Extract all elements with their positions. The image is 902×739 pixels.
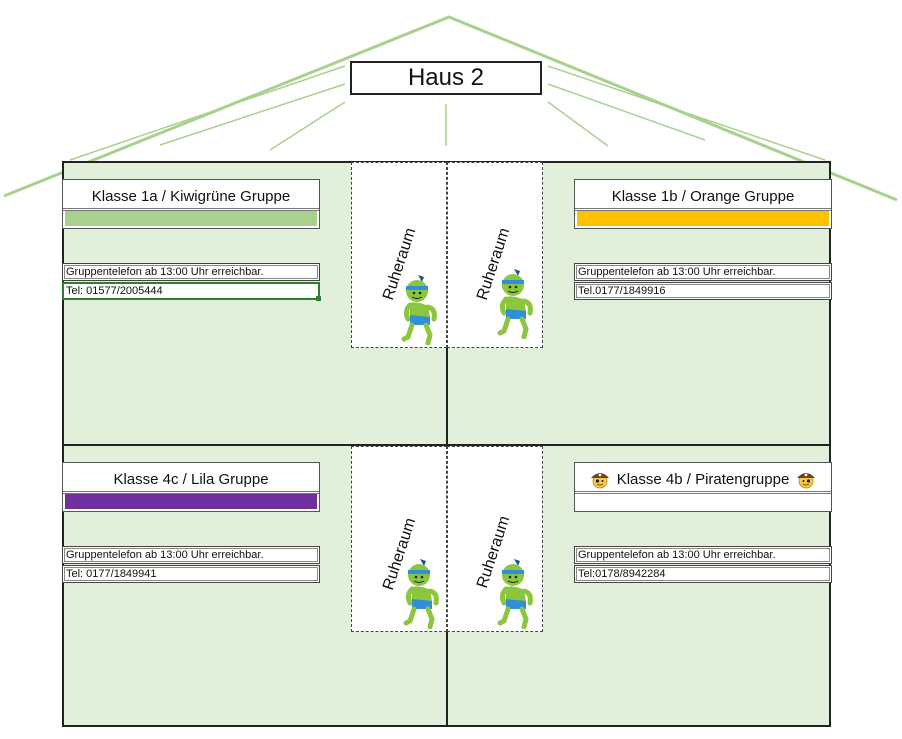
- horizontal-divider: [62, 444, 831, 446]
- selection-handle[interactable]: [316, 296, 321, 301]
- roof-outline: [3, 15, 898, 202]
- house-title: Haus 2: [350, 61, 542, 95]
- phone-note: Gruppentelefon ab 13:00 Uhr erreichbar.: [574, 263, 832, 281]
- pirate-emoji-icon: [797, 473, 816, 489]
- roof-ray: [269, 101, 346, 151]
- group-card-4b[interactable]: Klasse 4b / Piratengruppe: [574, 462, 832, 512]
- group-name: Klasse 1a / Kiwigrüne Gruppe: [63, 184, 319, 211]
- resting-figure-icon: [401, 275, 437, 345]
- phone-number[interactable]: Tel:0178/8942284: [574, 565, 832, 583]
- group-card-4c[interactable]: Klasse 4c / Lila Gruppe: [62, 462, 320, 512]
- rest-room[interactable]: Ruheraum: [447, 162, 543, 348]
- rest-room[interactable]: Ruheraum: [447, 446, 543, 632]
- rest-room[interactable]: Ruheraum: [351, 162, 447, 348]
- group-color-bar: [577, 211, 829, 226]
- phone-note: Gruppentelefon ab 13:00 Uhr erreichbar.: [62, 263, 320, 281]
- resting-figure-icon: [403, 559, 439, 629]
- group-card-1b[interactable]: Klasse 1b / Orange Gruppe: [574, 179, 832, 229]
- group-color-bar: [65, 494, 317, 509]
- group-name: Klasse 1b / Orange Gruppe: [575, 184, 831, 211]
- rest-room[interactable]: Ruheraum: [351, 446, 447, 632]
- group-name: Klasse 4c / Lila Gruppe: [63, 467, 319, 494]
- pirate-emoji-icon: [590, 473, 609, 489]
- roof-ray: [159, 83, 346, 146]
- roof-ray: [547, 65, 826, 161]
- phone-number[interactable]: Tel.0177/1849916: [574, 282, 832, 300]
- phone-number[interactable]: Tel: 01577/2005444: [62, 282, 320, 300]
- roof-ray: [547, 83, 706, 141]
- phone-number[interactable]: Tel: 0177/1849941: [62, 565, 320, 583]
- resting-figure-icon: [497, 269, 533, 339]
- phone-note: Gruppentelefon ab 13:00 Uhr erreichbar.: [62, 546, 320, 564]
- phone-note: Gruppentelefon ab 13:00 Uhr erreichbar.: [574, 546, 832, 564]
- roof-ray: [69, 65, 346, 161]
- group-name-row: Klasse 4b / Piratengruppe: [575, 467, 831, 494]
- group-color-bar: [577, 494, 829, 509]
- group-name: Klasse 4b / Piratengruppe: [616, 470, 790, 488]
- group-card-1a[interactable]: Klasse 1a / Kiwigrüne Gruppe: [62, 179, 320, 229]
- resting-figure-icon: [497, 559, 533, 629]
- roof-ray: [547, 101, 609, 147]
- group-color-bar: [65, 211, 317, 226]
